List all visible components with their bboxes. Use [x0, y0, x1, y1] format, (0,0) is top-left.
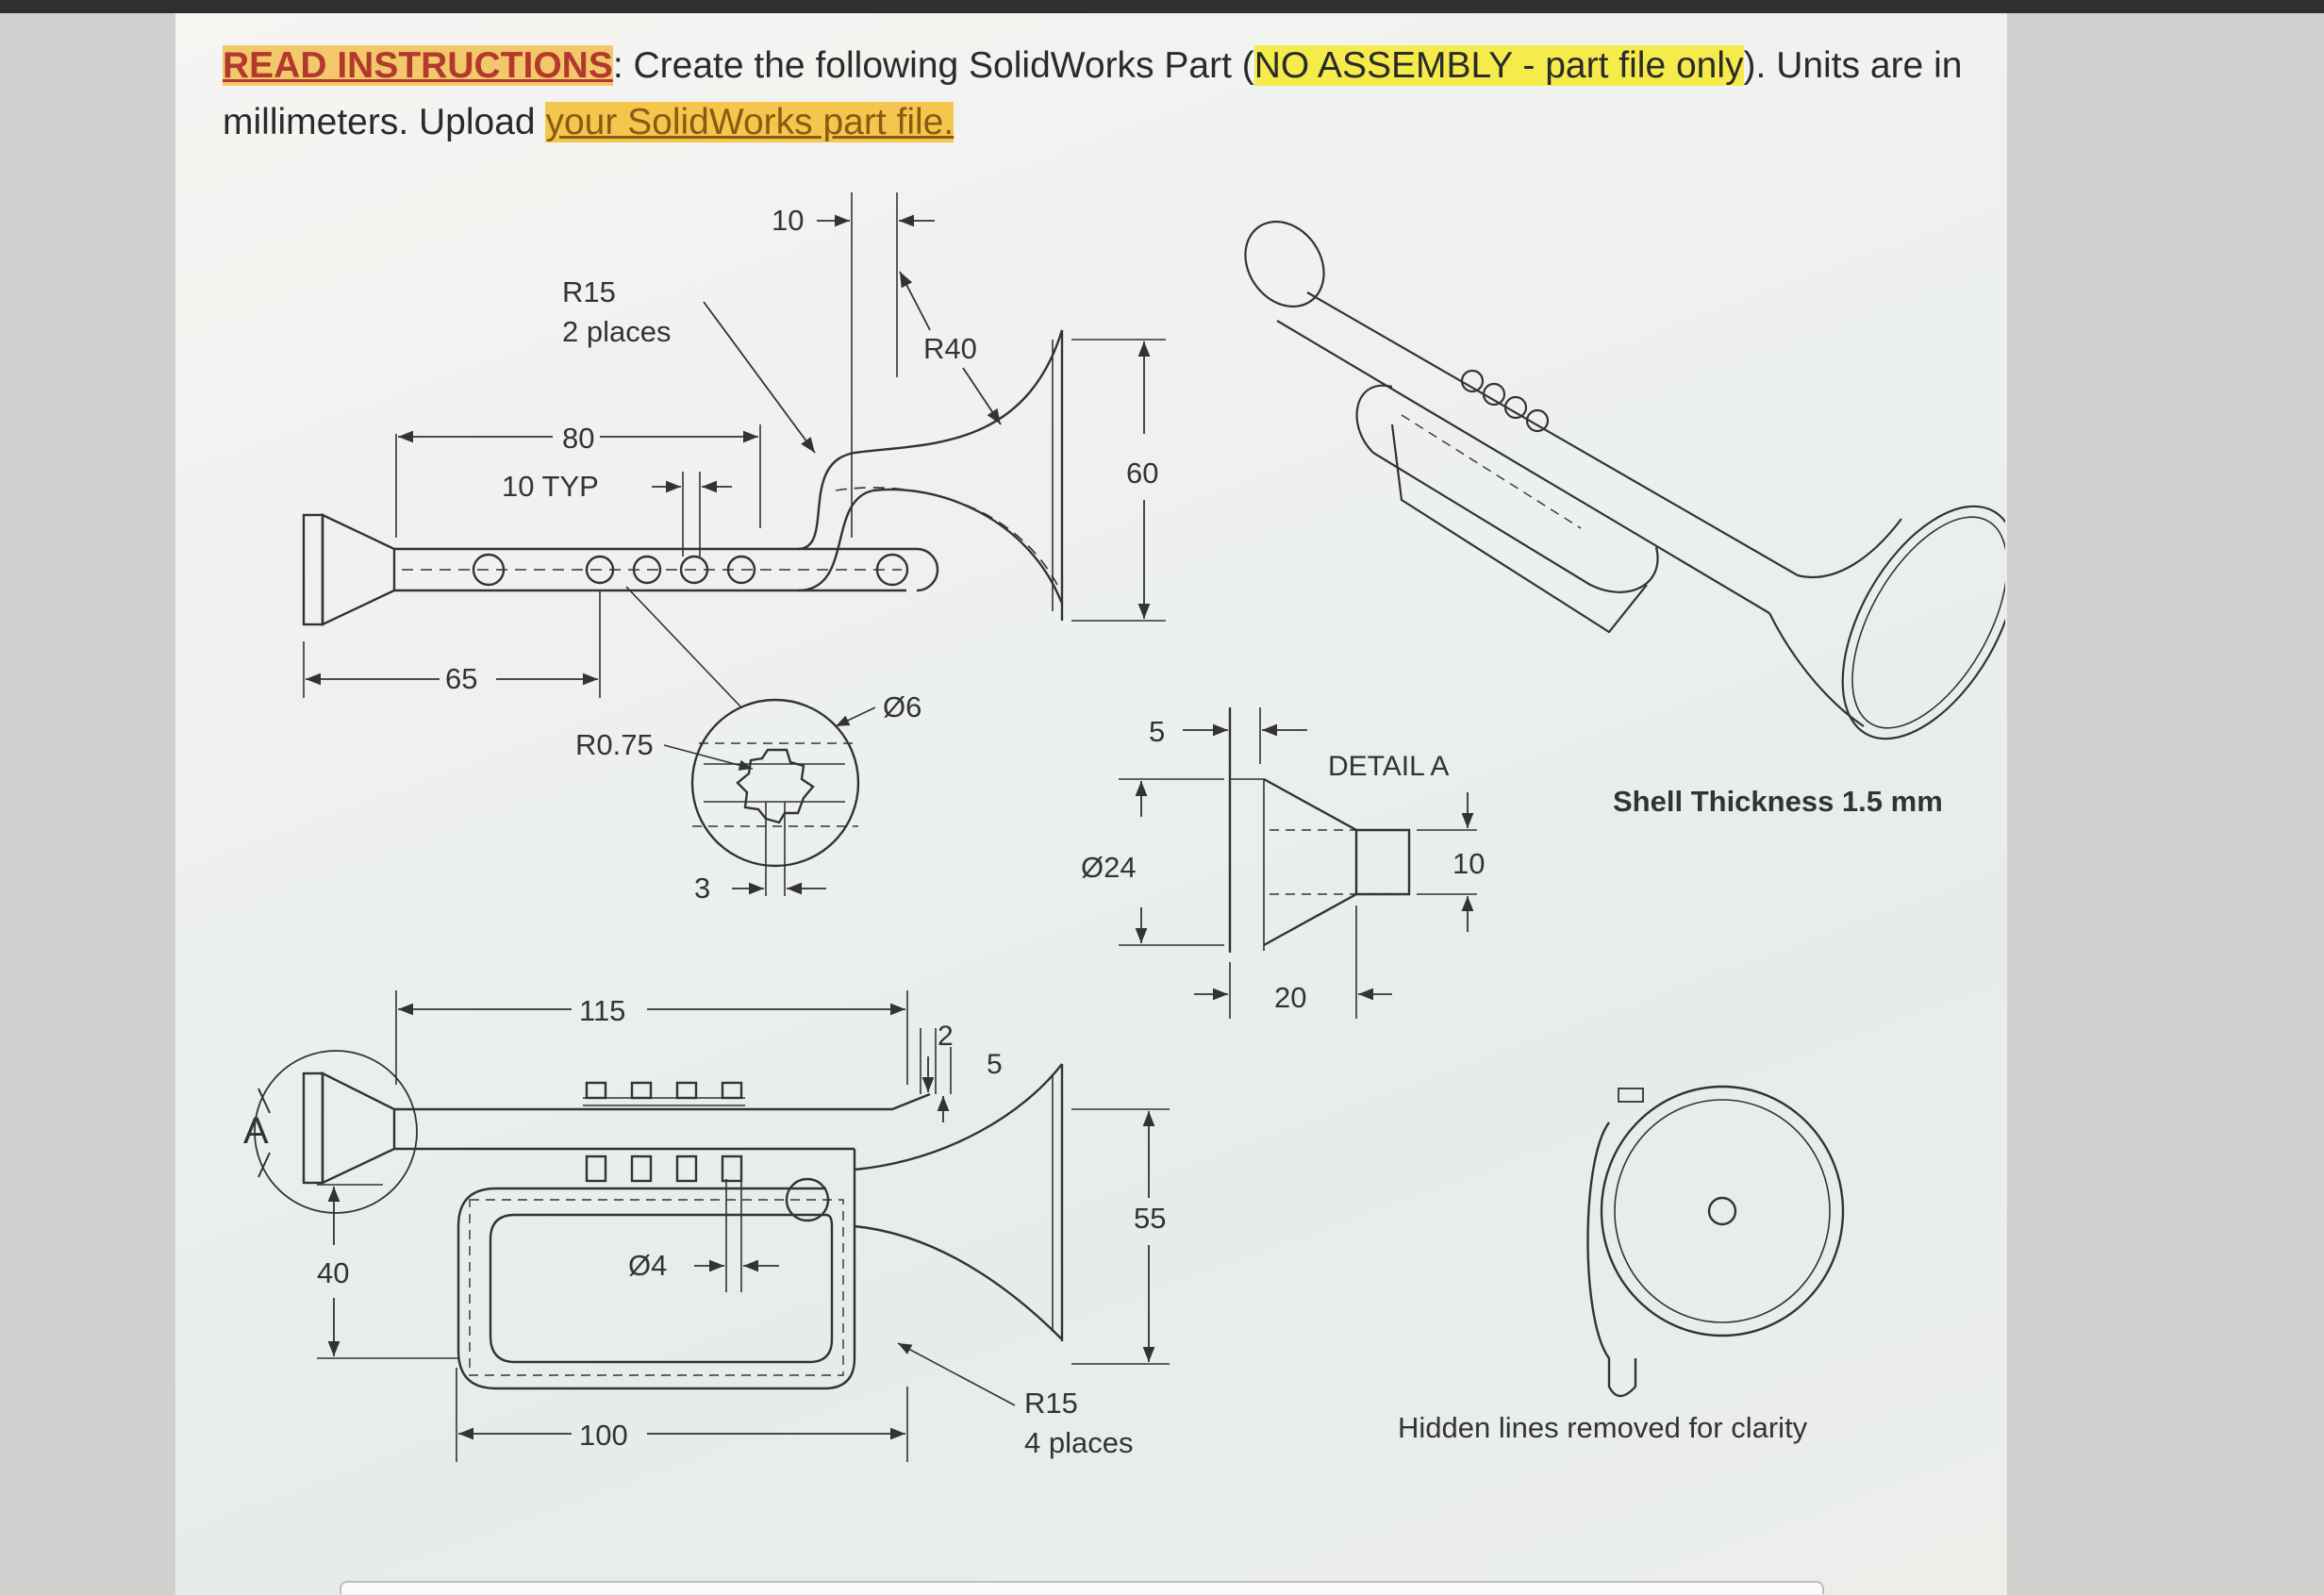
dim-dia4: Ø4 — [628, 1249, 667, 1282]
dim-r15-bottom: R15 — [1024, 1387, 1078, 1420]
iso-bell-upper — [1797, 518, 1902, 578]
dim-2: 2 — [938, 1021, 954, 1052]
shell-thickness-note: Shell Thickness 1.5 mm — [1613, 785, 1943, 818]
iso-tube-lower — [1276, 320, 1770, 614]
dim-115: 115 — [579, 994, 625, 1027]
front-tube-upper — [394, 1092, 931, 1111]
valve-detail: R0.75 Ø6 3 — [575, 690, 921, 905]
dim-dia6: Ø6 — [883, 690, 921, 723]
front-mouthpiece-rim — [302, 1072, 324, 1185]
dim-10-typ: 10 TYP — [502, 470, 599, 503]
top-bend-upper — [797, 329, 1064, 551]
front-view: A 115 2 5 — [243, 990, 1170, 1462]
right-gutter — [2007, 13, 2324, 1595]
front-valve-round — [785, 1177, 830, 1222]
end-bell-outer — [1600, 1085, 1845, 1337]
dim-100: 100 — [579, 1419, 628, 1452]
iso-loop-inner — [1390, 424, 1648, 634]
iso-mouthpiece — [1244, 220, 1325, 308]
hidden-lines-note: Hidden lines removed for clarity — [1398, 1411, 1808, 1444]
end-tube — [1586, 1121, 1637, 1398]
dim-r40: R40 — [923, 332, 977, 365]
dim-r15-top: R15 — [562, 275, 616, 308]
top-valves — [472, 553, 909, 587]
front-bell-lower — [854, 1224, 1063, 1340]
front-mouthpiece-cone — [321, 1072, 396, 1185]
front-loop-outer — [456, 1149, 856, 1390]
front-bell-upper — [854, 1063, 1063, 1171]
top-bar — [0, 0, 2324, 13]
end-view — [1586, 1085, 1845, 1398]
front-valves — [583, 1081, 745, 1183]
dim-dia24: Ø24 — [1081, 851, 1137, 884]
iso-loop-outer — [1355, 384, 1659, 593]
iso-valves — [1460, 369, 1550, 433]
instructions-part2: ). Units are in millimeters. Upload — [223, 45, 1963, 142]
dim-four-places: 4 places — [1024, 1426, 1133, 1459]
detail-a-label: DETAIL A — [1328, 751, 1449, 782]
iso-tube-upper — [1306, 291, 1799, 576]
dim-40: 40 — [317, 1256, 349, 1289]
top-tube-end — [916, 547, 939, 592]
end-bore — [1707, 1196, 1737, 1226]
part-file-link[interactable]: your SolidWorks part file. — [545, 102, 954, 142]
detail-shank — [1356, 828, 1411, 896]
instructions-part1: : Create the following SolidWorks Part ( — [612, 45, 1254, 86]
dim-10-top: 10 — [772, 204, 804, 237]
dim-80: 80 — [562, 422, 594, 455]
technical-drawing: 10 R15 2 places R40 80 10 TYP 60 65 — [243, 192, 2005, 1462]
read-instructions-label: READ INSTRUCTIONS — [223, 45, 613, 86]
drawing-sheet — [175, 13, 2007, 1595]
dim-5-front: 5 — [987, 1049, 1003, 1080]
dim-5-detail: 5 — [1149, 715, 1165, 748]
valve-star-profile — [736, 748, 815, 824]
dim-55: 55 — [1134, 1202, 1166, 1235]
instructions-text: READ INSTRUCTIONS: Create the following … — [223, 38, 1996, 151]
dim-65: 65 — [445, 662, 477, 695]
top-view: 10 R15 2 places R40 80 10 TYP 60 65 — [302, 192, 1166, 708]
iso-bell-lower — [1768, 612, 1865, 727]
end-bell-inner — [1614, 1099, 1831, 1323]
detail-a: 5 Ø24 10 20 DETAIL A — [1081, 707, 1485, 1019]
isometric-view — [1244, 220, 2005, 740]
top-mouthpiece-rim — [302, 513, 324, 626]
detail-a-callout: A — [243, 1110, 269, 1152]
dim-60: 60 — [1126, 457, 1158, 490]
top-bend-lower — [797, 488, 1064, 605]
dim-r075: R0.75 — [575, 728, 654, 761]
dim-10-detail: 10 — [1452, 847, 1485, 880]
detail-a-circle — [254, 1050, 418, 1214]
top-mouthpiece-cone — [321, 513, 396, 626]
iso-bell-rim — [1841, 505, 2005, 740]
no-assembly-highlight: NO ASSEMBLY - part file only — [1253, 45, 1744, 86]
dim-20: 20 — [1274, 981, 1306, 1014]
front-loop-inner — [489, 1213, 834, 1364]
dim-two-places: 2 places — [562, 315, 671, 348]
comment-box[interactable] — [340, 1581, 1824, 1594]
left-gutter — [0, 13, 175, 1595]
detail-cone — [1263, 777, 1358, 947]
top-bend-hidden — [835, 487, 1058, 586]
dim-3: 3 — [694, 872, 710, 905]
